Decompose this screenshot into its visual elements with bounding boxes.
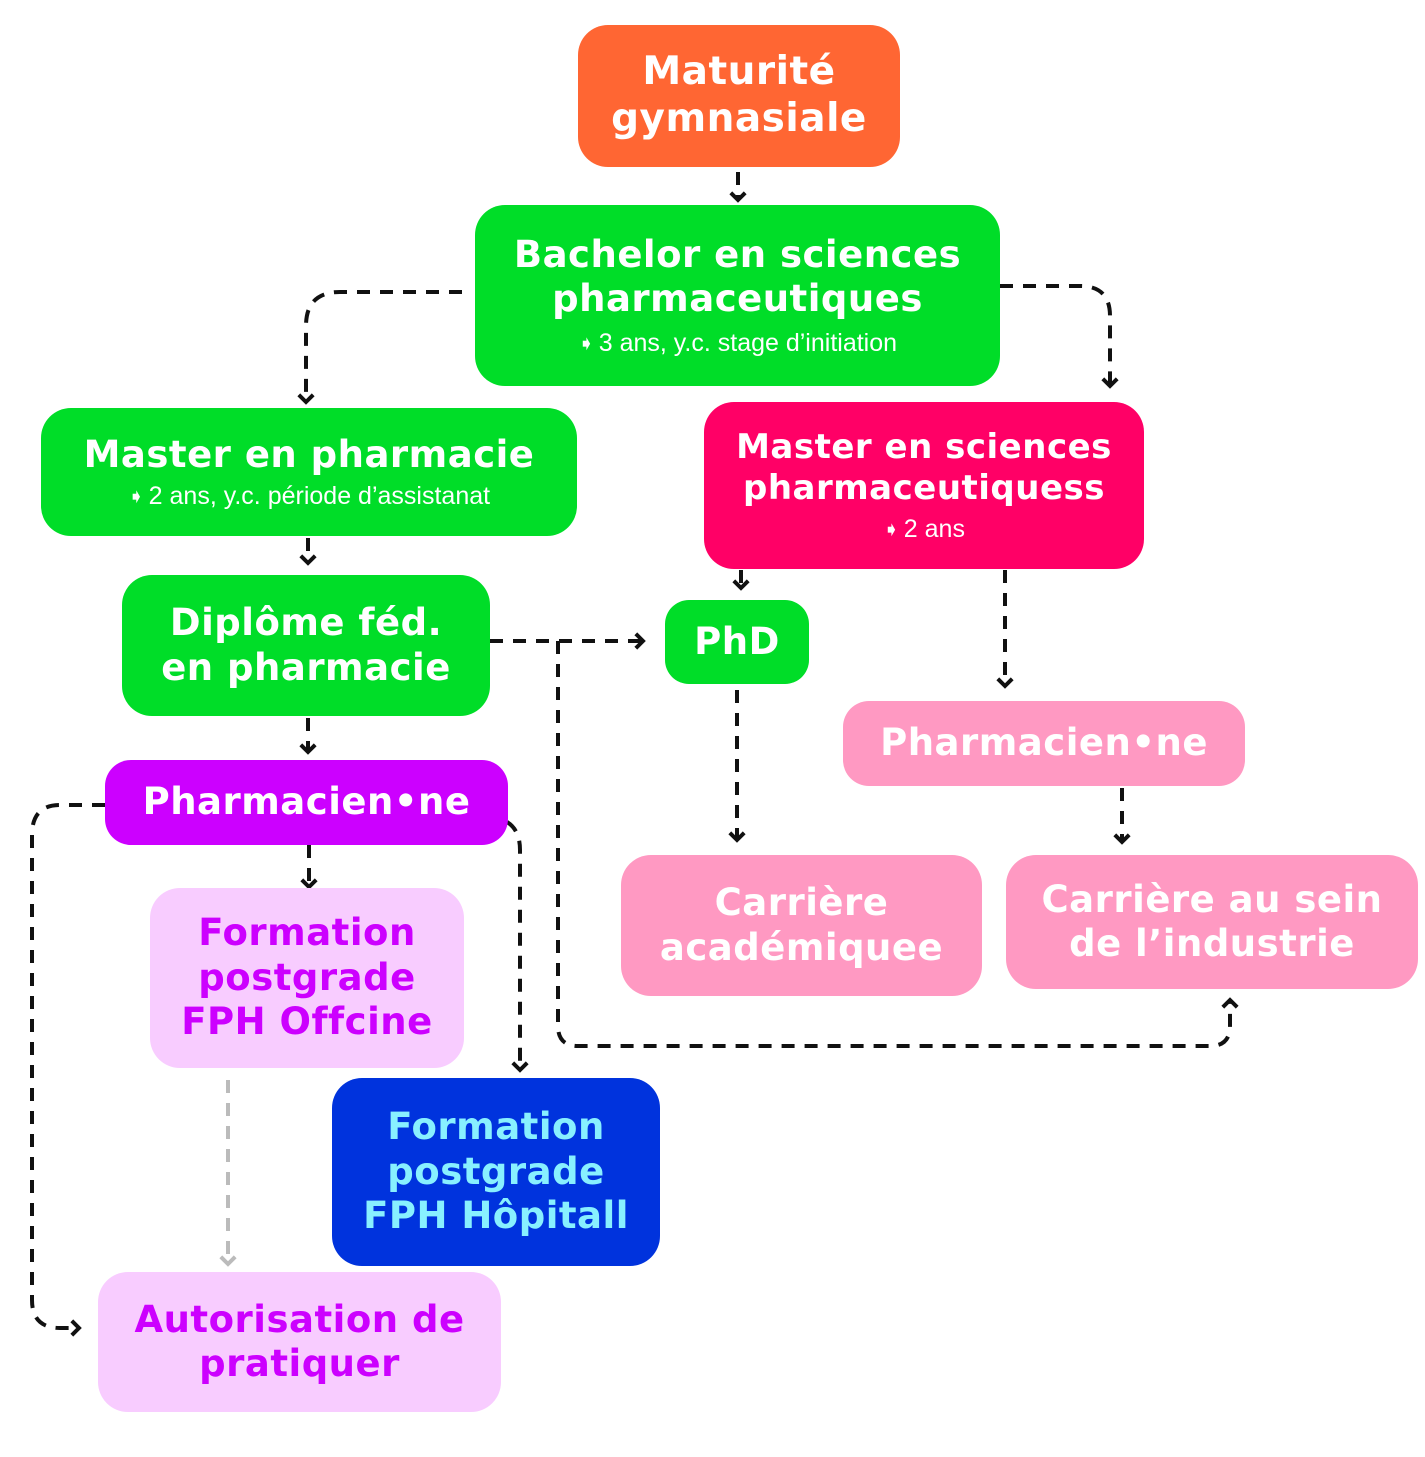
- arrow-pharmacien-to-formation-hopital: [505, 820, 529, 1073]
- arrow-diplome-to-carriere-industrie: [556, 641, 1239, 1048]
- node-formation-hopital-line1: Formation: [387, 1105, 605, 1149]
- node-autorisation-line1: Autorisation de: [134, 1297, 465, 1341]
- node-bachelor-duration: ➧3 ans, y.c. stage d’initiation: [578, 329, 897, 358]
- node-maturite-gymnasiale: Maturité gymnasiale: [578, 25, 900, 167]
- node-master-sciences: Master en sciences pharmaceutiquess ➧2 a…: [704, 402, 1144, 569]
- node-diplome-line2: en pharmacie: [161, 645, 451, 689]
- node-pharmacien-main: Pharmacien•ne: [105, 760, 508, 845]
- node-bachelor-sub: 3 ans, y.c. stage d’initiation: [598, 329, 898, 358]
- node-formation-hopital-line2: postgrade: [387, 1149, 605, 1193]
- node-formation-officine-line2: postgrade: [198, 955, 416, 999]
- node-master-pharmacie-title: Master en pharmacie: [83, 433, 535, 477]
- node-bachelor: Bachelor en sciences pharmaceutiques ➧3 …: [475, 205, 1000, 386]
- node-formation-officine-line3: FPH Offcine: [181, 1000, 433, 1044]
- node-master-pharmacie: Master en pharmacie ➧2 ans, y.c. période…: [41, 408, 577, 536]
- node-carriere-acad-line1: Carrière: [714, 881, 889, 925]
- node-diplome-line1: Diplôme féd.: [169, 601, 443, 645]
- node-master-sciences-sub: 2 ans: [903, 514, 965, 543]
- node-formation-officine: Formation postgrade FPH Offcine: [150, 888, 464, 1068]
- node-master-sciences-duration: ➧2 ans: [883, 515, 965, 544]
- node-bachelor-line1: Bachelor en sciences: [513, 232, 962, 276]
- node-master-pharmacie-sub: 2 ans, y.c. période d’assistanat: [148, 481, 491, 510]
- node-pharmacien-main-title: Pharmacien•ne: [142, 780, 471, 824]
- node-phd-title: PhD: [694, 619, 780, 663]
- node-bachelor-line2: pharmaceutiques: [552, 277, 923, 320]
- node-pharmacien-right-title: Pharmacien•ne: [880, 721, 1208, 765]
- arrow-marker-icon: ➧: [577, 333, 595, 356]
- node-maturite-line2: gymnasiale: [611, 96, 867, 141]
- node-carriere-industrie-line2: de l’industrie: [1069, 922, 1355, 965]
- node-master-sciences-line2: pharmaceutiquess: [742, 468, 1106, 508]
- node-diplome-federal: Diplôme féd. en pharmacie: [122, 575, 490, 716]
- node-phd: PhD: [665, 600, 809, 684]
- node-formation-officine-line1: Formation: [198, 911, 416, 955]
- node-autorisation-pratiquer: Autorisation de pratiquer: [98, 1272, 501, 1412]
- node-carriere-industrie-line1: Carrière au sein: [1041, 877, 1383, 921]
- arrow-pharmacien-to-autorisation: [30, 803, 105, 1337]
- node-maturite-line1: Maturité: [642, 49, 836, 95]
- node-pharmacien-right: Pharmacien•ne: [843, 701, 1245, 786]
- arrow-marker-icon: ➧: [883, 518, 900, 541]
- node-autorisation-line2: pratiquer: [199, 1342, 400, 1385]
- node-master-sciences-line1: Master en sciences: [736, 427, 1112, 468]
- node-master-pharmacie-duration: ➧2 ans, y.c. période d’assistanat: [128, 482, 490, 511]
- node-carriere-academique: Carrière académiquee: [621, 855, 982, 996]
- arrow-marker-icon: ➧: [127, 485, 145, 508]
- node-formation-hopital: Formation postgrade FPH Hôpitall: [332, 1078, 660, 1266]
- node-formation-hopital-line3: FPH Hôpitall: [363, 1194, 629, 1238]
- node-carriere-industrie: Carrière au sein de l’industrie: [1006, 855, 1418, 989]
- arrow-bachelor-to-master-pharmacie: [297, 290, 462, 405]
- arrow-bachelor-to-master-sciences: [1000, 284, 1119, 389]
- node-carriere-acad-line2: académiquee: [659, 925, 944, 969]
